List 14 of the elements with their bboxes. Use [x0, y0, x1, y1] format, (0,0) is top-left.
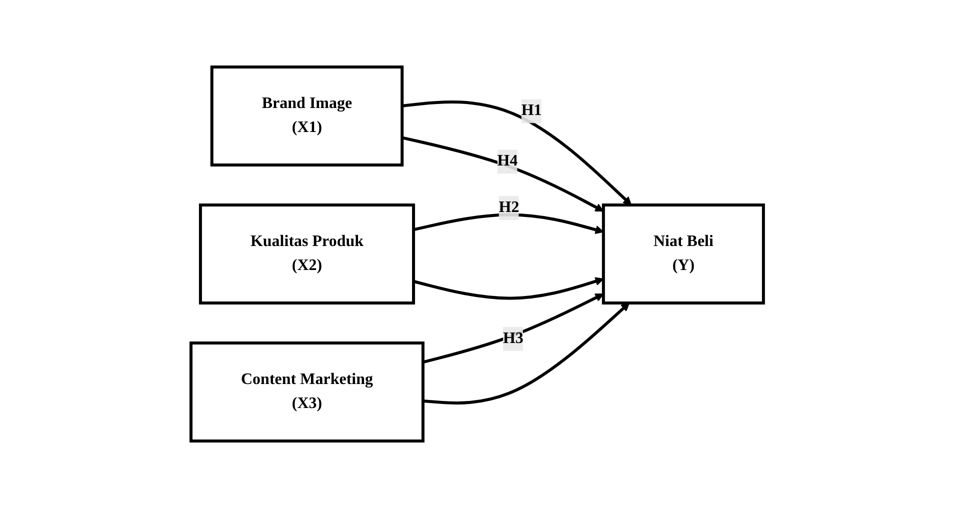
node-box: Kualitas Produk (X2) [199, 204, 416, 304]
arrow [413, 213, 604, 234]
node-box: Content Marketing (X3) [190, 342, 425, 442]
node-box: Brand Image (X1) [210, 66, 404, 166]
edge-label: H3 [503, 330, 524, 347]
arrow [413, 277, 604, 300]
node-box: Niat Beli (Y) [602, 204, 766, 304]
edge-label: H2 [499, 198, 520, 216]
edge-label: H4 [498, 152, 518, 170]
arrow [402, 136, 604, 212]
arrow [402, 100, 632, 206]
edge-label: H1 [522, 102, 542, 120]
arrow [422, 294, 604, 364]
arrow [423, 302, 630, 404]
